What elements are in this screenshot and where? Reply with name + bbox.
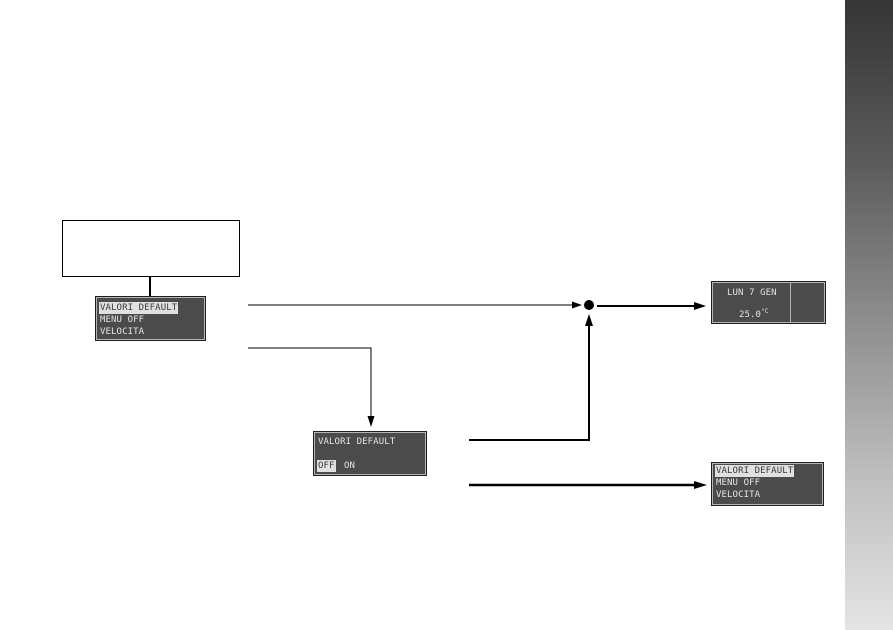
menu-item-menu-off: MENU OFF [100, 315, 145, 325]
date-readout: LUN 7 GEN [727, 288, 777, 298]
blank-box [62, 220, 240, 277]
page-edge-tab [845, 0, 893, 630]
option-on: ON [344, 461, 356, 471]
arrowhead-confirm-to-junction [585, 314, 593, 326]
menu-item-menu-off: MENU OFF [716, 478, 761, 488]
lcd-panel-home-display: LUN 7 GEN 25.0°C [711, 281, 826, 324]
arrow-menu-to-confirm [248, 347, 372, 418]
lcd-panel-menu-return: VALORI DEFAULT MENU OFF VELOCITA [711, 462, 824, 506]
menu-item-velocita: VELOCITA [100, 327, 145, 337]
menu-item-valori-default: VALORI DEFAULT [715, 465, 795, 477]
junction-dot [584, 300, 594, 310]
menu-item-valori-default: VALORI DEFAULT [99, 302, 179, 314]
arrowhead-confirm-to-menu-return [694, 481, 707, 489]
lcd-panel-default-confirm: VALORI DEFAULT OFF ON [313, 431, 427, 476]
confirm-title: VALORI DEFAULT [318, 437, 396, 447]
arrowhead-menu-to-confirm [367, 416, 375, 427]
arrowhead-junction-to-home [694, 302, 706, 310]
temperature-unit: °C [761, 308, 769, 315]
temperature-readout: 25.0°C [739, 308, 769, 322]
menu-item-velocita: VELOCITA [716, 490, 761, 500]
arrow-confirm-to-junction [469, 324, 590, 441]
display-divider [790, 283, 791, 322]
option-off: OFF [317, 460, 336, 472]
lcd-panel-menu-main: VALORI DEFAULT MENU OFF VELOCITA [95, 296, 206, 341]
arrowhead-menu-to-junction [572, 301, 582, 309]
temperature-value: 25.0 [739, 310, 762, 320]
